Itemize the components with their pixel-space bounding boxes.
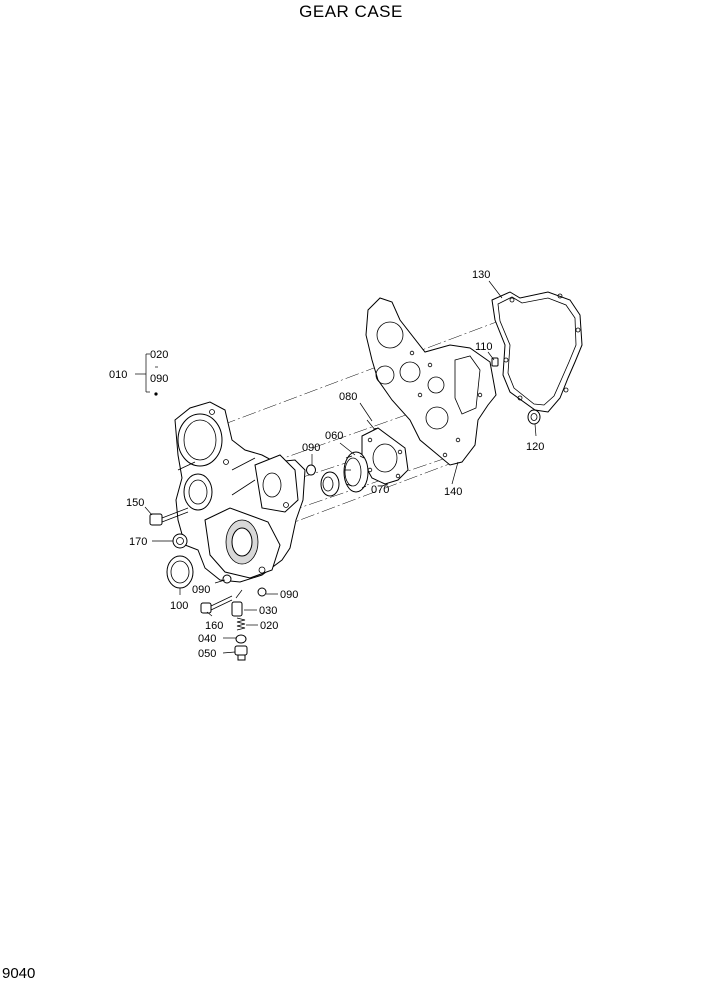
bolt-160[interactable] <box>200 595 233 614</box>
callout-110: 110 <box>475 341 493 353</box>
plunger-030[interactable] <box>231 589 243 617</box>
washer-090-left[interactable] <box>222 574 232 584</box>
callout-080: 080 <box>339 391 357 403</box>
callout-090-upper: 090 <box>302 442 320 454</box>
oring-090-upper[interactable] <box>306 464 316 476</box>
plug-050[interactable] <box>234 645 248 661</box>
spring-020[interactable] <box>236 617 246 631</box>
callout-050: 050 <box>198 648 216 660</box>
washer-090-right[interactable] <box>257 587 267 597</box>
callout-040: 040 <box>198 633 216 645</box>
callout-060: 060 <box>325 430 343 442</box>
callout-160: 160 <box>205 620 223 632</box>
gear-case-body[interactable] <box>174 401 306 583</box>
page-number: 9040 <box>2 965 36 982</box>
plate-140[interactable] <box>365 297 497 466</box>
callout-150: 150 <box>126 497 144 509</box>
callout-020: 020 <box>260 620 278 632</box>
callout-090-left: 090 <box>192 584 210 596</box>
callout-130: 130 <box>472 269 490 281</box>
oil-seal-100[interactable] <box>166 555 194 589</box>
callout-010: 010 <box>109 369 127 381</box>
seal-120[interactable] <box>527 409 541 425</box>
callout-170: 170 <box>129 536 147 548</box>
pump-cover-070[interactable] <box>361 427 409 485</box>
callout-labels: 010 020 090 130 110 080 060 090 070 140 … <box>109 269 544 660</box>
bolt-150[interactable] <box>149 507 189 526</box>
callout-120: 120 <box>526 441 544 453</box>
callout-030: 030 <box>259 605 277 617</box>
leader-lines <box>135 280 537 654</box>
plug-170[interactable] <box>172 533 188 549</box>
pin-110[interactable] <box>491 357 499 367</box>
callout-070: 070 <box>371 484 389 496</box>
gasket-130[interactable] <box>491 291 583 413</box>
rotor-060[interactable] <box>343 451 369 493</box>
washer-040[interactable] <box>235 634 247 644</box>
callout-090-right: 090 <box>280 589 298 601</box>
callout-100: 100 <box>170 600 188 612</box>
callout-140: 140 <box>444 486 462 498</box>
inner-rotor[interactable] <box>320 471 340 497</box>
callout-010-090: 090 <box>150 373 168 385</box>
diagram-title: GEAR CASE <box>299 2 403 21</box>
callout-010-020: 020 <box>150 349 168 361</box>
